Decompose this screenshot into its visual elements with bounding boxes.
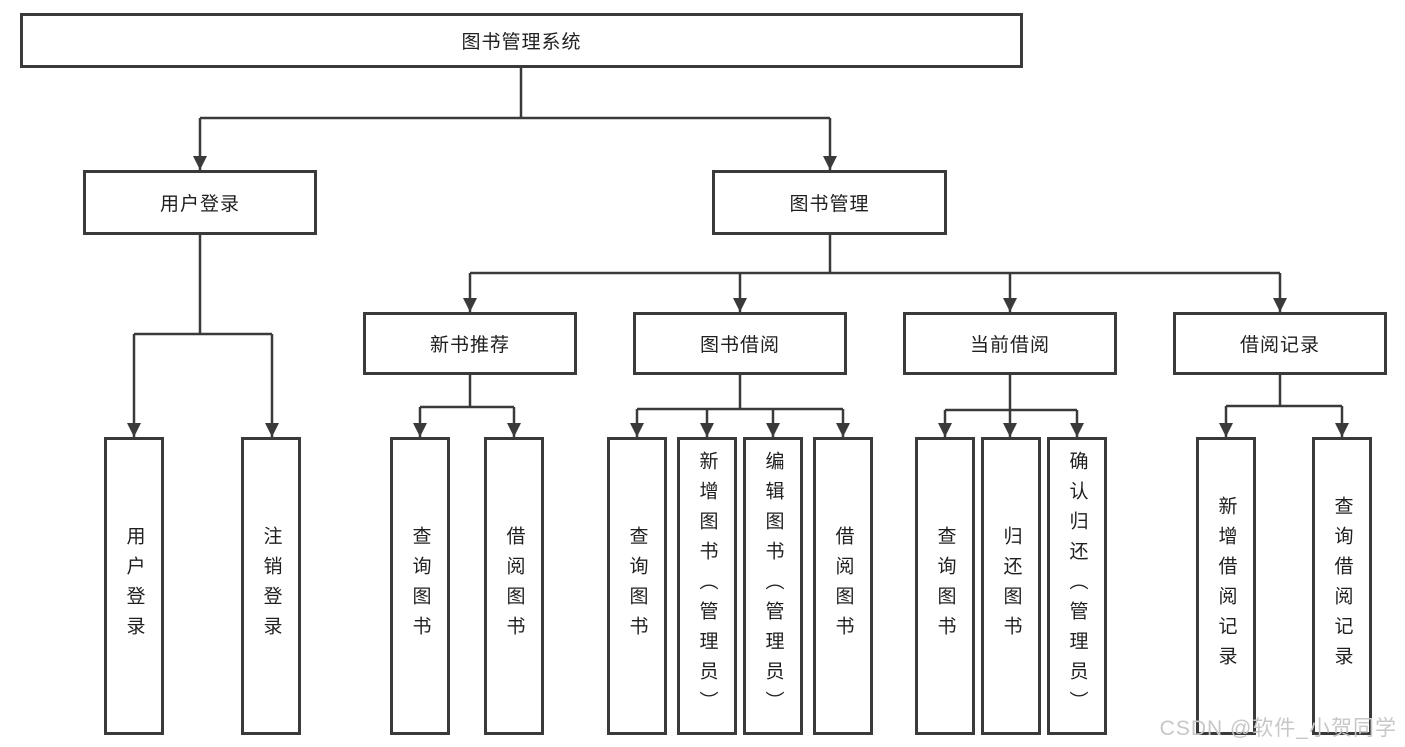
node-leaf-br-query-record: 查询借阅记录 xyxy=(1312,437,1372,735)
leaf-label: 查询借阅记录 xyxy=(1331,496,1353,676)
leaf-label: 新增图书（管理员） xyxy=(696,451,718,721)
leaf-label: 注销登录 xyxy=(260,526,282,646)
csdn-watermark: CSDN @软件_小贺同学 xyxy=(1159,717,1397,740)
leaf-label: 查询图书 xyxy=(626,526,648,646)
node-borrow-records: 借阅记录 xyxy=(1173,312,1387,375)
leaf-label: 用户登录 xyxy=(123,526,145,646)
leaf-label: 借阅图书 xyxy=(832,526,854,646)
leaf-label: 确认归还（管理员） xyxy=(1066,451,1088,721)
leaf-label: 新增借阅记录 xyxy=(1215,496,1237,676)
node-book-borrow: 图书借阅 xyxy=(633,312,847,375)
node-book-management: 图书管理 xyxy=(712,170,947,235)
node-user-login-group: 用户登录 xyxy=(83,170,317,235)
node-leaf-nb-borrow-books: 借阅图书 xyxy=(484,437,544,735)
node-leaf-bb-edit-books-admin: 编辑图书（管理员） xyxy=(743,437,803,735)
node-leaf-bb-borrow-books: 借阅图书 xyxy=(813,437,873,735)
node-leaf-nb-query-books: 查询图书 xyxy=(390,437,450,735)
leaf-label: 编辑图书（管理员） xyxy=(762,451,784,721)
leaf-label: 归还图书 xyxy=(1000,526,1022,646)
node-current-borrow: 当前借阅 xyxy=(903,312,1117,375)
node-leaf-bb-add-books-admin: 新增图书（管理员） xyxy=(677,437,737,735)
node-leaf-bb-query-books: 查询图书 xyxy=(607,437,667,735)
node-leaf-user-login: 用户登录 xyxy=(104,437,164,735)
node-new-book-recommend: 新书推荐 xyxy=(363,312,577,375)
node-leaf-cb-return-books: 归还图书 xyxy=(981,437,1041,735)
leaf-label: 查询图书 xyxy=(409,526,431,646)
node-leaf-br-add-record: 新增借阅记录 xyxy=(1196,437,1256,735)
leaf-label: 查询图书 xyxy=(934,526,956,646)
leaf-label: 借阅图书 xyxy=(503,526,525,646)
node-leaf-cb-confirm-return-admin: 确认归还（管理员） xyxy=(1047,437,1107,735)
node-leaf-cb-query-books: 查询图书 xyxy=(915,437,975,735)
node-leaf-logout: 注销登录 xyxy=(241,437,301,735)
node-root: 图书管理系统 xyxy=(20,13,1023,68)
